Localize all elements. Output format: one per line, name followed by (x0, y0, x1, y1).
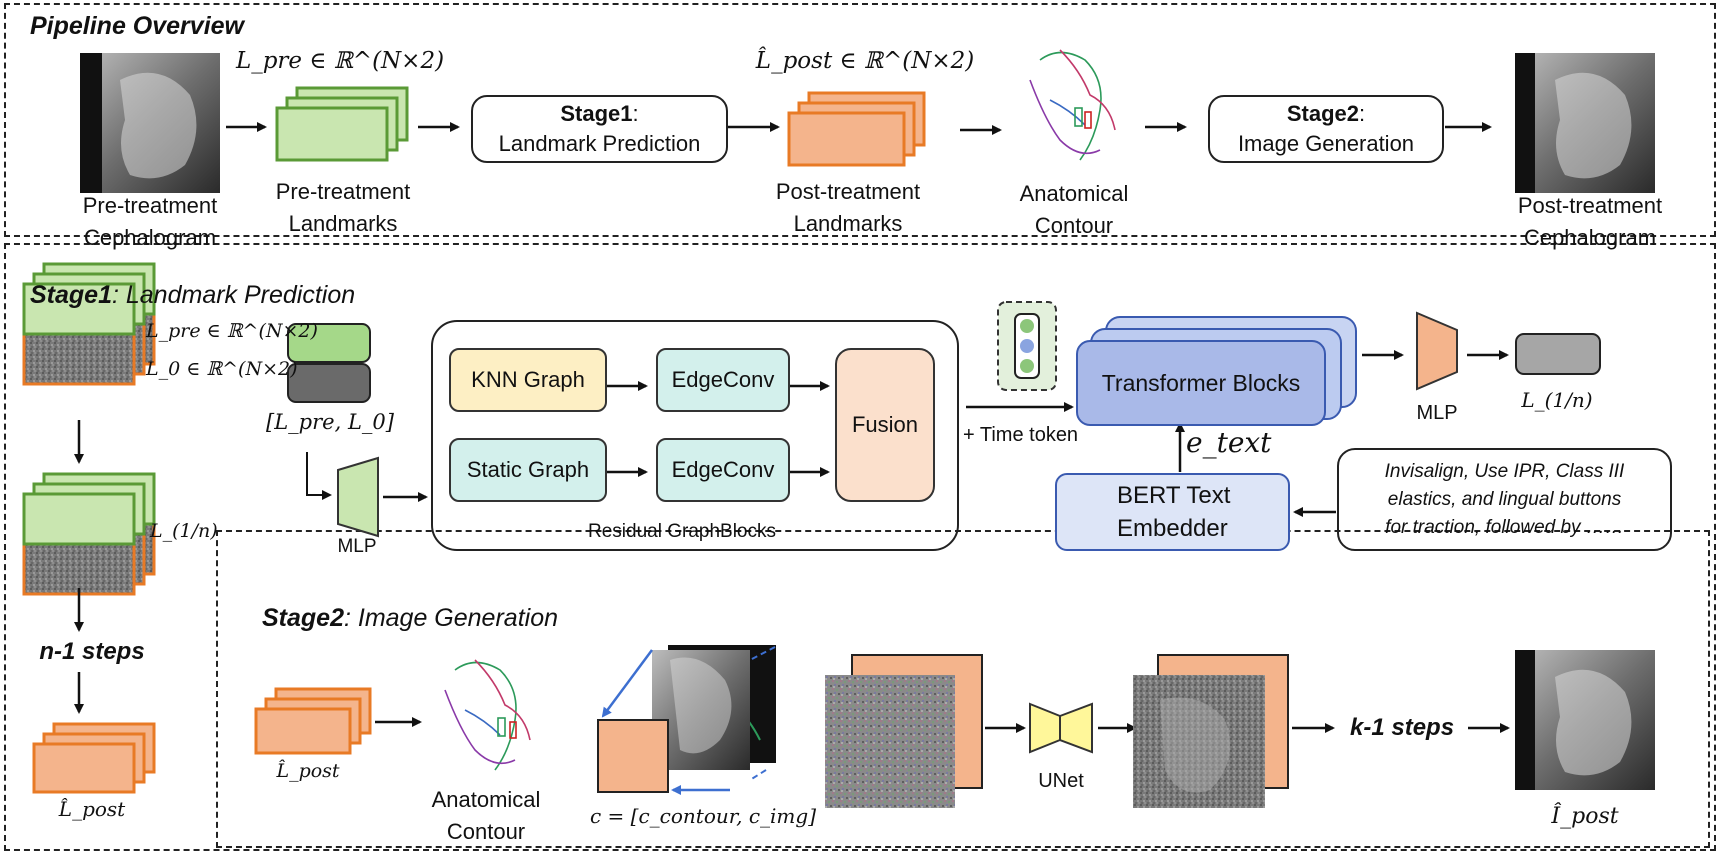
output-l-label: L_(1/n) (1521, 388, 1593, 412)
concat-token (287, 323, 371, 403)
pipeline-overview-panel (4, 3, 1716, 237)
unet-label: UNet (1038, 770, 1084, 792)
stage2-panel (216, 530, 1710, 848)
knn-graph-block: KNN Graph (449, 348, 607, 412)
post-landmarks-formula: L̂_post ∈ ℝ^(N×2) (755, 48, 975, 74)
output-cephalogram-image (1515, 650, 1655, 790)
residual-graphblocks (431, 320, 959, 551)
edgeconv-block-1: EdgeConv (656, 348, 790, 412)
fusion-block: Fusion (835, 348, 935, 502)
post-landmarks-cube (787, 91, 926, 167)
concat-label: [L_pre, L_0] (266, 410, 394, 434)
overview-title: Pipeline Overview (30, 12, 244, 40)
k-steps-label: k-1 steps (1350, 714, 1455, 741)
lpre-formula: L_pre ∈ ℝ^(N×2) (146, 320, 318, 342)
time-token-icon (997, 301, 1057, 391)
contour-image-stage2 (444, 659, 531, 771)
e-text-label: e_text (1186, 426, 1272, 459)
pre-cephalogram-image (80, 53, 220, 193)
lpost-label-stage1: L̂_post (58, 797, 126, 821)
output-token (1515, 333, 1601, 375)
ipost-label: Î_post (1551, 804, 1619, 829)
stage2-title: Stage2: Image Generation (262, 604, 558, 632)
pre-landmarks-cube (275, 86, 409, 162)
stage1-overview-box: Stage1: Landmark Prediction (471, 95, 728, 163)
denoised-latent-stack (1133, 654, 1289, 808)
static-graph-block: Static Graph (449, 438, 607, 502)
mlp-left-shape (337, 456, 379, 538)
stage1-input-stack (22, 262, 156, 386)
mlp-right-shape (1416, 311, 1458, 391)
stage1-panel (4, 243, 1716, 851)
pre-landmarks-formula: L_pre ∈ ℝ^(N×2) (235, 48, 445, 74)
stage2-input-cube (254, 687, 372, 755)
time-token-label: + Time token (963, 424, 1079, 446)
mlp-left-label: MLP (337, 536, 377, 557)
unet-shape (1029, 702, 1061, 754)
stage1-output-cube (32, 722, 156, 794)
stage1-intermediate-stack (22, 472, 156, 596)
post-cephalogram-image (1515, 53, 1655, 193)
stage2-overview-box: Stage2: Image Generation (1208, 95, 1444, 163)
mlp-right-label: MLP (1416, 402, 1458, 424)
n-steps-label: n-1 steps (39, 638, 145, 665)
noisy-latent-stack (825, 654, 983, 808)
l0-formula: L_0 ∈ ℝ^(N×2) (146, 358, 298, 380)
edgeconv-block-2: EdgeConv (656, 438, 790, 502)
l-1n-label: L_(1/n) (150, 520, 218, 542)
contour-image-overview (1029, 49, 1116, 161)
stage1-title: Stage1: Landmark Prediction (30, 281, 356, 309)
condition-label: c = [c_contour, c_img] (590, 804, 817, 828)
unet-shape-right (1059, 702, 1093, 754)
residual-label: Residual GraphBlocks (588, 521, 776, 542)
lpost-label-stage2: L̂_post (276, 760, 340, 782)
condition-images (597, 645, 776, 795)
transformer-blocks: Transformer Blocks (1076, 340, 1326, 426)
